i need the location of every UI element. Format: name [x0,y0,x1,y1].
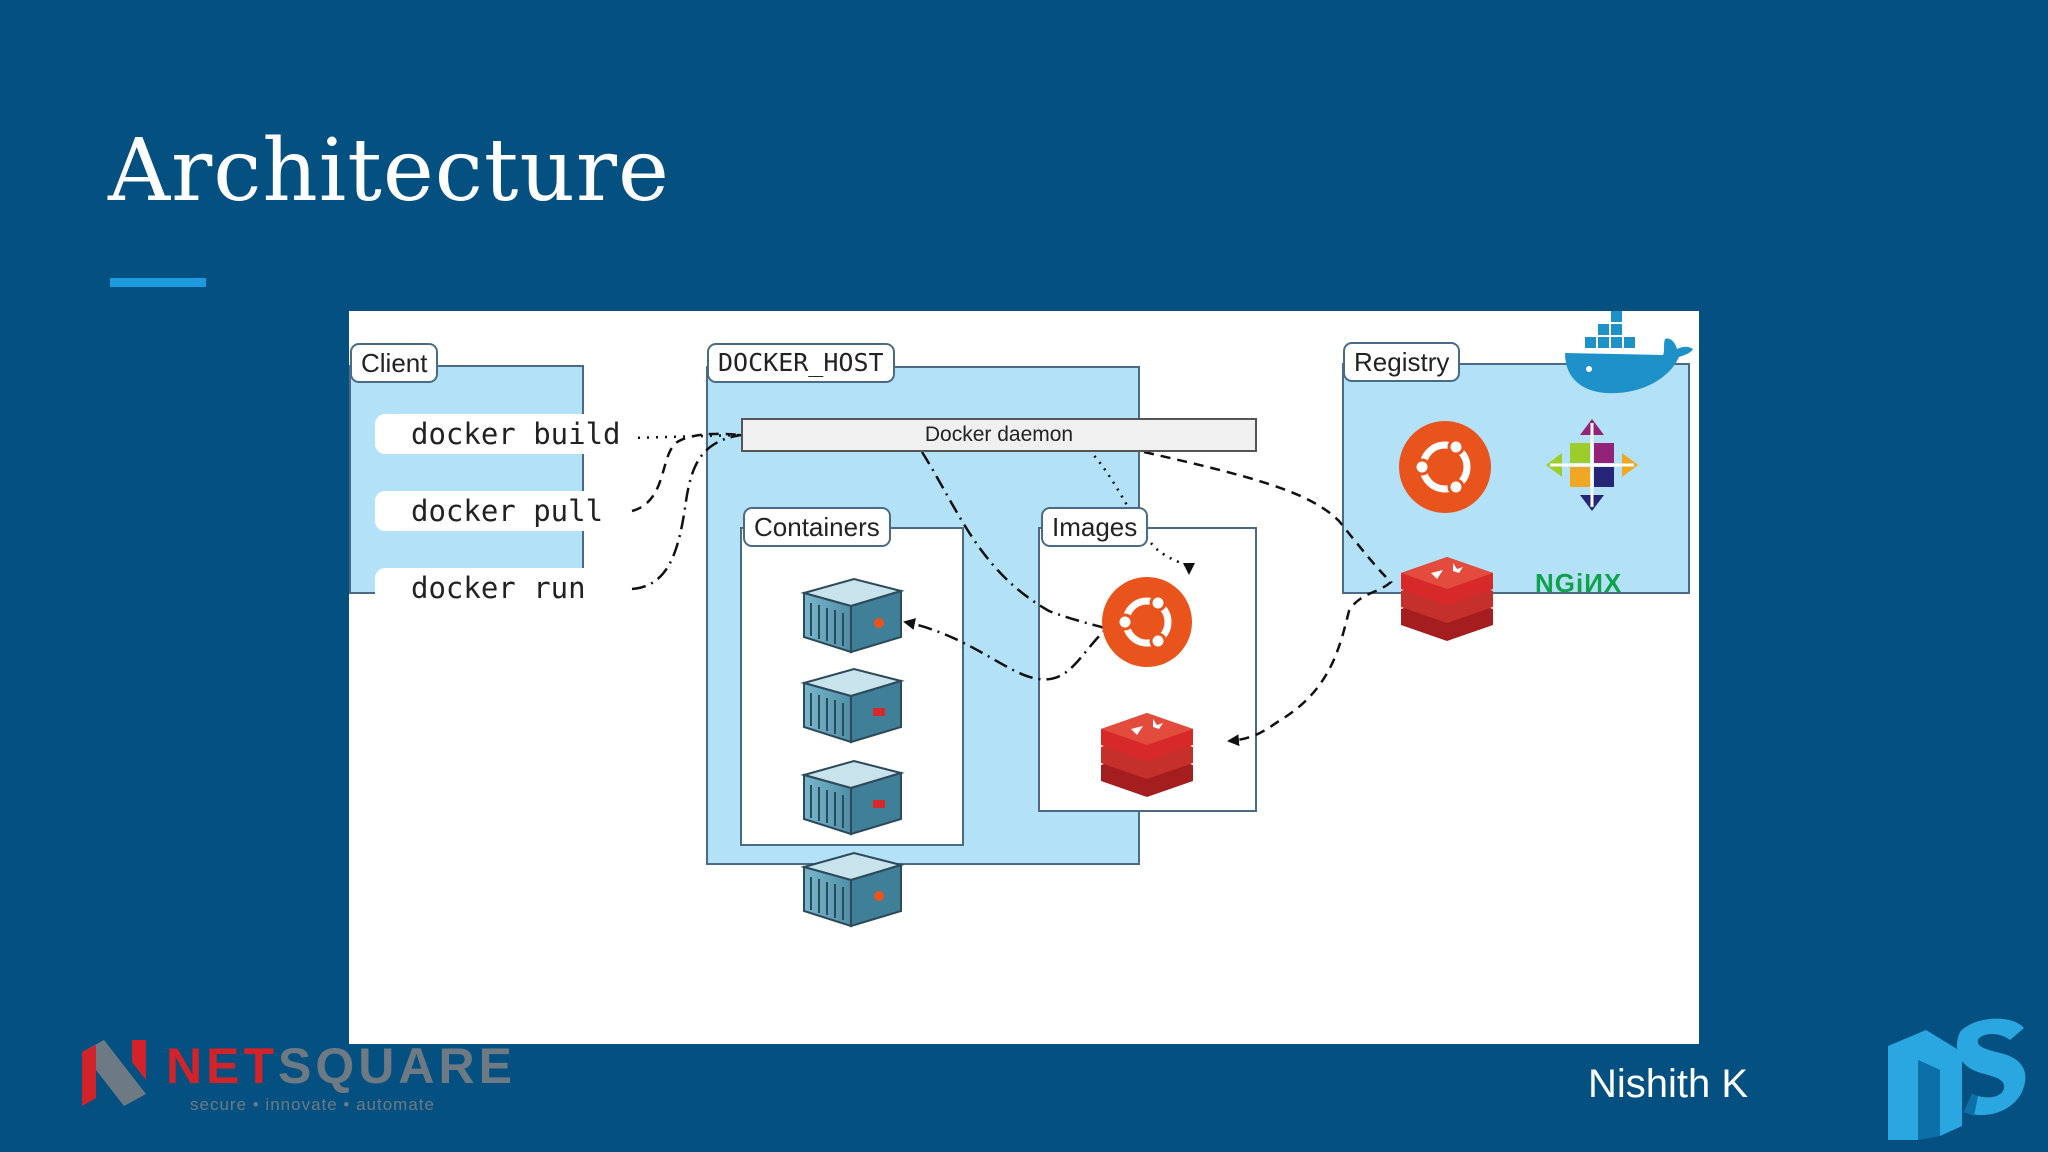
build-connector [628,433,742,440]
registry-panel [1342,363,1690,594]
ubuntu-image-icon [1102,577,1192,667]
architecture-diagram: Client DOCKER_HOST Registry Containers I… [349,311,1699,1044]
docker-pull-command: docker pull [375,491,631,531]
brand-net: NET [166,1038,278,1094]
pull-image-arrow [1088,449,1195,575]
redis-image-icon [1101,713,1193,797]
author-name: Nishith K [1588,1062,1749,1106]
slide-title: Architecture [108,121,670,221]
title-underline [110,278,206,287]
client-panel [349,365,584,594]
docker-daemon-bar: Docker daemon [741,418,1257,452]
brand-square: SQUARE [278,1038,516,1094]
containers-label: Containers [743,507,891,547]
registry-label: Registry [1343,342,1461,382]
pull-connector [631,432,742,513]
netsquare-mark-icon [82,1040,146,1106]
ns-corner-logo-icon [1888,1018,2026,1140]
container-icon-4 [800,851,905,928]
container-icon-2 [800,667,905,744]
run-connector [631,433,742,591]
client-label: Client [350,343,439,383]
brand-tagline: secure • innovate • automate [190,1095,435,1114]
docker-build-command: docker build [375,414,631,454]
container-icon-3 [800,759,905,836]
redis-registry-icon [1401,557,1493,641]
docker-run-command: docker run [375,568,631,608]
netsquare-logo: NETSQUARE secure • innovate • automate [82,1032,512,1124]
nginx-registry-icon: NGiИX [1535,568,1623,598]
images-label: Images [1041,507,1149,547]
container-icon-1 [800,577,905,654]
ubuntu-registry-icon [1399,421,1491,513]
docker-whale-icon [1565,311,1693,394]
centos-registry-icon [1546,419,1638,511]
docker-host-label: DOCKER_HOST [707,343,895,383]
